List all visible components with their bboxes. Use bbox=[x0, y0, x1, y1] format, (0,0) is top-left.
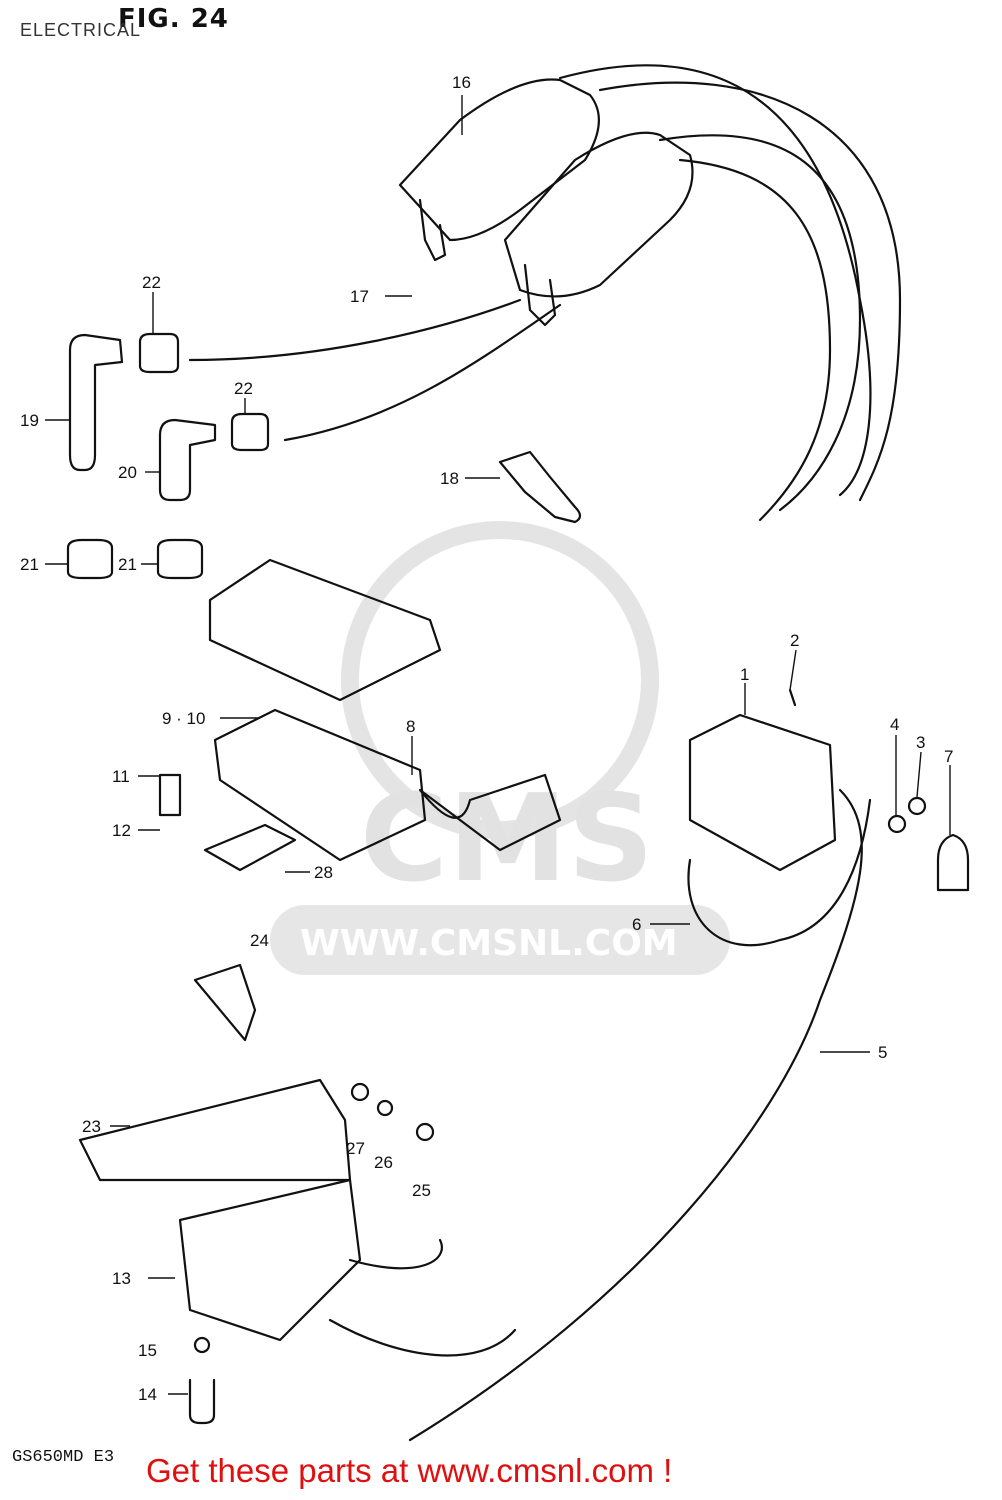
callout-8: 8 bbox=[406, 717, 415, 736]
figure-number: FIG. 24 bbox=[118, 4, 229, 34]
callout-21: 21 bbox=[118, 555, 137, 574]
callout-22: 22 bbox=[142, 273, 161, 292]
callout-5: 5 bbox=[878, 1043, 887, 1062]
regulator-rectifier bbox=[78, 963, 517, 1425]
callout-28: 28 bbox=[314, 863, 333, 882]
callout-26: 26 bbox=[374, 1153, 393, 1172]
callout-9-10: 9 · 10 bbox=[162, 709, 205, 728]
callout-7: 7 bbox=[944, 747, 953, 766]
section-title: ELECTRICAL bbox=[20, 20, 142, 40]
callout-21: 21 bbox=[20, 555, 39, 574]
callout-12: 12 bbox=[112, 821, 131, 840]
callout-27: 27 bbox=[346, 1139, 365, 1158]
callout-23: 23 bbox=[82, 1117, 101, 1136]
fuse-box bbox=[158, 558, 562, 872]
callout-leaders bbox=[45, 95, 951, 1395]
spark-plug-caps bbox=[66, 332, 582, 580]
callout-6: 6 bbox=[632, 915, 641, 934]
shop-link-banner[interactable]: Get these parts at www.cmsnl.com ! bbox=[146, 1452, 673, 1489]
callout-19: 19 bbox=[20, 411, 39, 430]
callout-13: 13 bbox=[112, 1269, 131, 1288]
model-code: GS650MD E3 bbox=[12, 1448, 115, 1467]
callout-1: 1 bbox=[740, 665, 749, 684]
callout-14: 14 bbox=[138, 1385, 157, 1404]
callout-labels: 16 17 22 22 19 20 18 21 21 2 1 4 3 7 9 ·… bbox=[20, 73, 953, 1404]
callout-24: 24 bbox=[250, 931, 269, 950]
starter-relay bbox=[408, 688, 970, 1442]
callout-16: 16 bbox=[452, 73, 471, 92]
callout-11: 11 bbox=[112, 767, 130, 786]
callout-15: 15 bbox=[138, 1341, 157, 1360]
callout-3: 3 bbox=[916, 733, 925, 752]
callout-22: 22 bbox=[234, 379, 253, 398]
ignition-coils bbox=[188, 64, 902, 522]
callout-18: 18 bbox=[440, 469, 459, 488]
callout-25: 25 bbox=[412, 1181, 431, 1200]
callout-17: 17 bbox=[350, 287, 369, 306]
callout-2: 2 bbox=[790, 631, 799, 650]
watermark-logo: CMS bbox=[360, 770, 654, 909]
callout-4: 4 bbox=[890, 715, 899, 734]
watermark: CMS WWW.CMSNL.COM bbox=[270, 521, 730, 975]
watermark-url: WWW.CMSNL.COM bbox=[300, 923, 678, 964]
callout-20: 20 bbox=[118, 463, 137, 482]
